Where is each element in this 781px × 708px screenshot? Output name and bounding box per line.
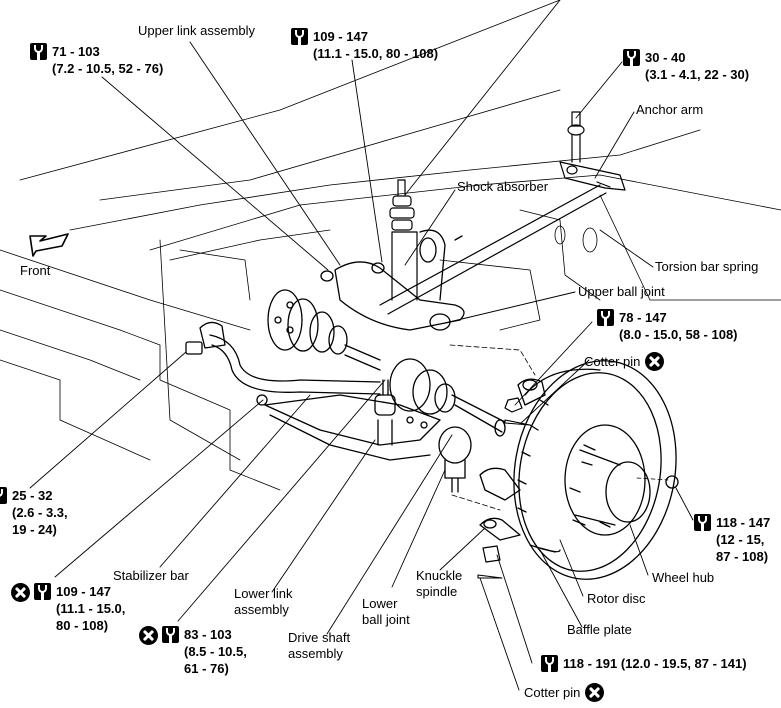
shock-absorber [389, 179, 418, 301]
drive-shaft-line-1: Drive shaft [288, 630, 351, 645]
cotter-pin-upper-text: Cotter pin [584, 353, 641, 369]
label-wheel-hub: Wheel hub [652, 570, 715, 585]
knuckle-spindle-line-2: spindle [416, 584, 458, 599]
lower-ball-joint-line-2: ball joint [362, 612, 410, 627]
lower-link-assembly [264, 379, 441, 461]
label-rotor-disc: Rotor disc [587, 591, 646, 606]
vehicle-frame [0, 0, 781, 491]
torque-conversion: (8.0 - 15.0, 58 - 108) [619, 327, 738, 342]
torque-conversion: (2.6 - 3.3, [12, 505, 68, 520]
castle-nut-lower [482, 545, 501, 563]
leader-lines [29, 0, 694, 691]
wrench-icon [694, 514, 711, 531]
replace-icon [645, 352, 665, 371]
label-knuckle-spindle: Knuckle spindle [416, 568, 462, 600]
label-upper-ball-joint: Upper ball joint [578, 284, 665, 299]
torque-spec-t9: 118 - 191 (12.0 - 19.5, 87 - 141) [541, 655, 747, 672]
label-drive-shaft-assembly: Drive shaft assembly [288, 630, 350, 662]
lower-ball-joint-line-1: Lower [362, 596, 398, 611]
label-cotter-pin-lower: Cotter pin [524, 683, 605, 702]
lower-link-line-1: Lower link [234, 586, 293, 601]
drive-shaft-line-2: assembly [288, 646, 343, 661]
torque-conversion: (11.1 - 15.0, [56, 601, 126, 616]
wrench-icon [597, 309, 614, 326]
label-shock-absorber: Shock absorber [457, 179, 549, 194]
torque-value: 83 - 103 [184, 627, 232, 642]
castle-nut-upper [504, 397, 523, 413]
torque-spec-t8: 118 - 147 (12 - 15, 87 - 108) [694, 514, 770, 565]
torque-value: 25 - 32 [12, 488, 53, 503]
torque-spec-t7: 83 - 103 (8.5 - 10.5, 61 - 76) [139, 626, 247, 677]
torque-value: 118 - 191 (12.0 - 19.5, 87 - 141) [563, 656, 747, 671]
torque-value: 118 - 147 [716, 515, 771, 530]
replace-icon [139, 626, 158, 645]
torque-conversion: (11.1 - 15.0, 80 - 108) [313, 46, 439, 61]
stabilizer-bar [185, 321, 381, 406]
label-upper-link-assembly: Upper link assembly [138, 23, 256, 38]
label-anchor-arm: Anchor arm [636, 102, 704, 117]
label-stabilizer-bar: Stabilizer bar [113, 568, 189, 583]
label-lower-ball-joint: Lower ball joint [362, 596, 410, 628]
torque-value: 109 - 147 [313, 29, 368, 44]
lower-ball-joint [438, 426, 472, 493]
knuckle-spindle [449, 344, 546, 541]
torque-conversion: (7.2 - 10.5, 52 - 76) [52, 61, 164, 76]
torque-conversion-cont: 87 - 108) [716, 549, 769, 564]
wrench-icon [541, 655, 558, 672]
label-lower-link-assembly: Lower link assembly [234, 586, 293, 618]
torque-spec-t4: 78 - 147 (8.0 - 15.0, 58 - 108) [597, 309, 738, 343]
wheel-hub [564, 424, 679, 536]
torque-conversion: (8.5 - 10.5, [184, 644, 247, 659]
torque-conversion: (3.1 - 4.1, 22 - 30) [645, 67, 750, 82]
rotor-disc [513, 360, 677, 580]
torque-value: 71 - 103 [52, 44, 100, 59]
label-cotter-pin-upper: Cotter pin [584, 352, 665, 371]
cotter-pin-lower-text: Cotter pin [524, 684, 581, 700]
front-direction-label: Front [20, 263, 51, 278]
wrench-icon [623, 49, 640, 66]
torque-value: 30 - 40 [645, 50, 686, 65]
replace-icon [585, 683, 605, 702]
anchor-arm [559, 111, 626, 191]
baffle-plate [524, 368, 601, 553]
torque-spec-t2: 109 - 147 (11.1 - 15.0, 80 - 108) [291, 28, 438, 62]
torque-spec-t1: 71 - 103 (7.2 - 10.5, 52 - 76) [30, 43, 163, 77]
label-torsion-bar-spring: Torsion bar spring [655, 259, 759, 274]
torque-value: 78 - 147 [619, 310, 667, 325]
torque-spec-t6: 109 - 147 (11.1 - 15.0, 80 - 108) [11, 583, 125, 634]
front-arrow-icon [29, 233, 69, 257]
torque-conversion: (12 - 15, [716, 532, 765, 547]
lower-link-line-2: assembly [234, 602, 289, 617]
cotter-pin-upper [504, 419, 531, 426]
wrench-icon [34, 583, 51, 600]
torque-conversion-cont: 61 - 76) [184, 661, 229, 676]
cotter-pin-lower [477, 574, 503, 579]
label-baffle-plate: Baffle plate [567, 622, 632, 637]
torque-value: 109 - 147 [56, 584, 111, 599]
wrench-icon [0, 487, 7, 504]
replace-icon [11, 583, 30, 602]
torque-spec-t5: 25 - 32 (2.6 - 3.3, 19 - 24) [0, 487, 68, 538]
wrench-icon [30, 43, 47, 60]
knuckle-spindle-line-1: Knuckle [416, 568, 463, 583]
torque-spec-t3: 30 - 40 (3.1 - 4.1, 22 - 30) [623, 49, 749, 83]
wrench-icon [291, 28, 308, 45]
torque-conversion-cont: 80 - 108) [56, 618, 109, 633]
drive-shaft-assembly [267, 289, 506, 437]
torque-conversion-cont: 19 - 24) [12, 522, 57, 537]
wrench-icon [162, 626, 179, 643]
